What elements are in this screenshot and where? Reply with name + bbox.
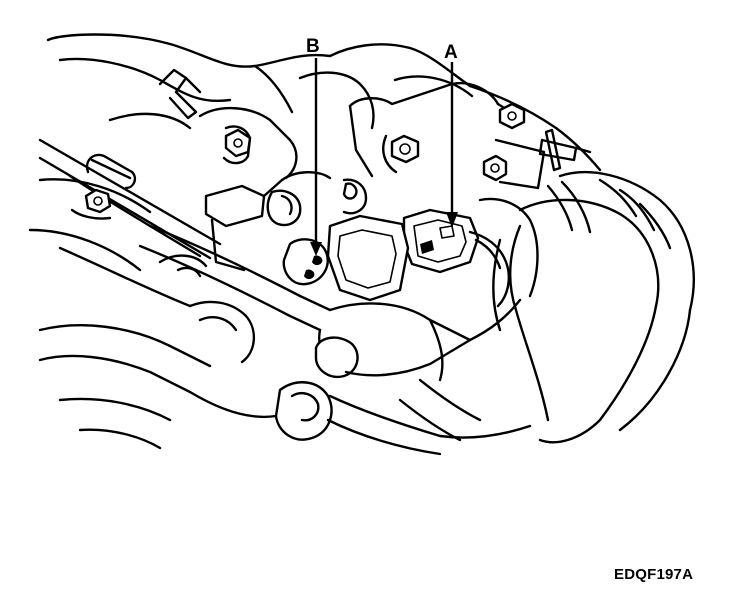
- lower-mount: [38, 254, 532, 456]
- arrow-a-icon: [446, 212, 458, 228]
- throttle-body-housing: [198, 106, 332, 272]
- hose-clip: [158, 68, 202, 120]
- cable-bracket: [538, 128, 592, 172]
- callout-label-a: A: [444, 42, 458, 63]
- intake-manifold-outline: [28, 33, 602, 272]
- throttle-position-sensor: [402, 208, 510, 308]
- idle-speed-control-valve: [282, 178, 410, 302]
- callout-label-b: B: [306, 36, 320, 57]
- arrow-b-icon: [310, 242, 322, 256]
- fuel-rail-lines: [38, 138, 222, 308]
- callout-leaders: [310, 58, 458, 256]
- figure-code: EDQF197A: [614, 566, 694, 583]
- air-intake-hose: [478, 170, 695, 444]
- support-bracket: [138, 224, 550, 422]
- throttle-body-upper: [348, 81, 546, 190]
- bolt-head-left: [70, 188, 112, 220]
